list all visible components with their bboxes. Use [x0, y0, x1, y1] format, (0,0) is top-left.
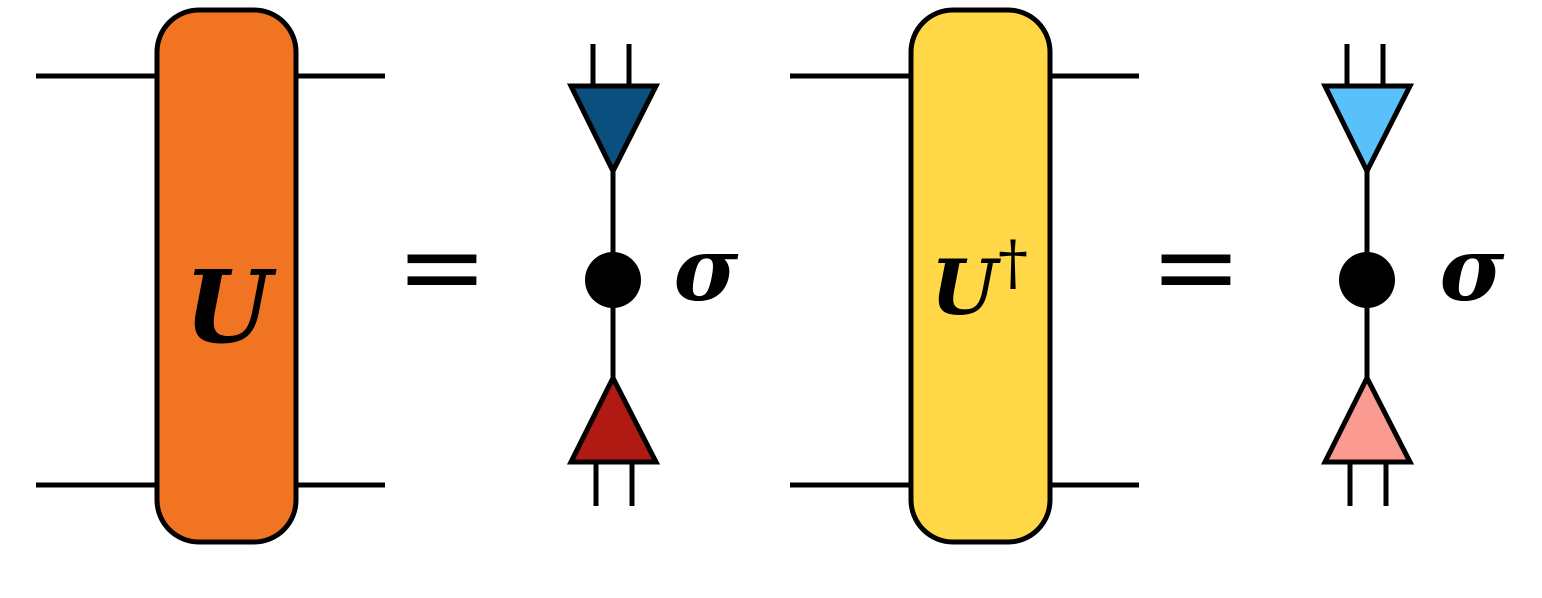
gate-u-label: U [184, 248, 277, 366]
equation-1: U = σ [36, 7, 739, 545]
node-dot-2 [1339, 252, 1395, 308]
bottom-triangle-1 [566, 372, 661, 465]
equals-sign-2: = [1150, 202, 1242, 330]
gate-u-box [154, 7, 299, 545]
equation-2: U † = σ [790, 7, 1505, 545]
decomposition-1: σ [566, 44, 739, 506]
decomposition-2: σ [1320, 44, 1505, 506]
top-triangle-1 [566, 83, 661, 177]
node-dot-1 [585, 252, 641, 308]
gate-u-dagger-label: U [931, 243, 1002, 332]
gate-u-dagger-group: U † [790, 7, 1139, 545]
bottom-triangle-2 [1320, 372, 1415, 465]
node-label-sigma-1: σ [674, 217, 739, 321]
gate-u-dagger-box [908, 7, 1053, 545]
gate-u-dagger-superscript: † [998, 228, 1028, 298]
top-triangle-2 [1320, 83, 1415, 177]
equals-sign-1: = [396, 202, 488, 330]
gate-u-group: U [36, 7, 385, 545]
node-label-sigma-2: σ [1440, 217, 1505, 321]
